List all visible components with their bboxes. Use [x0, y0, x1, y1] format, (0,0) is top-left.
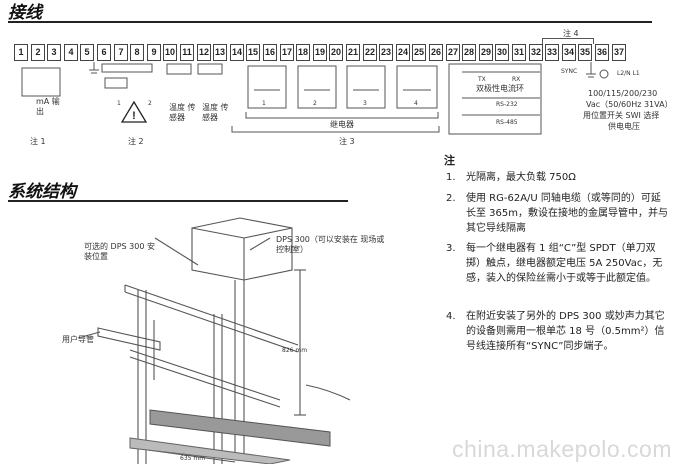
power-select: 用位置开关 SWI 选择 — [583, 111, 660, 120]
note-2-text: 使用 RG-62A/U 同轴电缆（或等同的）可延长至 365m，敷设在接地的金属… — [466, 193, 669, 234]
terminal-37: 37 — [612, 44, 626, 61]
terminal-9: 9 — [147, 44, 161, 61]
power-frequency: Vac（50/60Hz 31VA） — [586, 100, 673, 109]
terminal-6: 6 — [97, 44, 111, 61]
terminal-13: 13 — [213, 44, 227, 61]
terminal-2: 2 — [31, 44, 45, 61]
terminal-28: 28 — [462, 44, 476, 61]
power-supply: 供电电压 — [608, 122, 640, 131]
relay-number-3: 3 — [363, 100, 367, 107]
note-1-text: 光隔离，最大负载 750Ω — [466, 172, 576, 183]
terminal-8: 8 — [130, 44, 144, 61]
terminal-35: 35 — [578, 44, 592, 61]
current-loop-label: 双极性电流环 — [476, 84, 524, 93]
svg-text:!: ! — [132, 110, 136, 122]
terminal-12: 12 — [197, 44, 211, 61]
terminal-34: 34 — [562, 44, 576, 61]
user-conduit-label: 用户导管 — [62, 335, 94, 344]
note-4-number: 4. — [446, 311, 456, 322]
sync-label: SYNC — [561, 68, 578, 75]
watermark: china.makepolo.com — [452, 436, 672, 462]
terminal-27: 27 — [446, 44, 460, 61]
terminal-11: 11 — [180, 44, 194, 61]
terminal-21: 21 — [346, 44, 360, 61]
note1-label: 注 1 — [30, 137, 46, 146]
warning-number-2: 2 — [148, 100, 152, 107]
terminal-36: 36 — [595, 44, 609, 61]
terminal-15: 15 — [246, 44, 260, 61]
terminal-1: 1 — [14, 44, 28, 61]
note-2-number: 2. — [446, 193, 456, 204]
dimension-vertical: 826 mm — [282, 347, 308, 354]
ma-output-label: mA 输出 — [36, 97, 60, 116]
terminal-16: 16 — [263, 44, 277, 61]
relay-label: 继电器 — [330, 120, 354, 129]
terminal-32: 32 — [529, 44, 543, 61]
tx-label: TX — [478, 76, 486, 83]
wiring-title-rule — [8, 21, 652, 23]
power-terminals-label: L2/N L1 — [617, 70, 640, 77]
dps-callout: DPS 300（可以安装在 现场或控制室） — [276, 235, 385, 254]
notes-heading: 注 — [444, 154, 455, 167]
note3-label: 注 3 — [339, 137, 355, 146]
terminal-31: 31 — [512, 44, 526, 61]
terminal-30: 30 — [495, 44, 509, 61]
dimension-horizontal: 635 mm — [180, 455, 206, 462]
wiring-diagram: ! — [21, 62, 609, 135]
note4-bracket — [542, 38, 594, 44]
rs232-label: RS-232 — [496, 101, 518, 108]
structure-title: 系统结构 — [8, 182, 76, 202]
note-3-text: 每一个继电器有 1 组“C”型 SPDT（单刀双掷）触点，继电器额定电压 5A … — [466, 243, 663, 284]
terminal-14: 14 — [230, 44, 244, 61]
temp-sensor-1-label: 温度 传感器 — [169, 103, 196, 122]
terminal-18: 18 — [296, 44, 310, 61]
relay-number-2: 2 — [313, 100, 317, 107]
terminal-3: 3 — [47, 44, 61, 61]
terminal-5: 5 — [80, 44, 94, 61]
terminal-29: 29 — [479, 44, 493, 61]
power-voltage: 100/115/200/230 — [588, 89, 658, 98]
terminal-33: 33 — [545, 44, 559, 61]
relay-number-1: 1 — [262, 100, 266, 107]
terminal-20: 20 — [329, 44, 343, 61]
temp-sensor-2-label: 温度 传感器 — [202, 103, 229, 122]
terminal-7: 7 — [114, 44, 128, 61]
terminal-4: 4 — [64, 44, 78, 61]
note-4-text: 在附近安装了另外的 DPS 300 或妙声力其它的设备则需用一根单芯 18 号（… — [466, 311, 665, 352]
terminal-25: 25 — [412, 44, 426, 61]
note-3-number: 3. — [446, 243, 456, 254]
warning-number-1: 1 — [117, 100, 121, 107]
terminal-26: 26 — [429, 44, 443, 61]
relay-number-4: 4 — [414, 100, 418, 107]
note2-label: 注 2 — [128, 137, 144, 146]
rx-label: RX — [512, 76, 521, 83]
optional-dps-label: 可选的 DPS 300 安装位置 — [84, 242, 155, 261]
note-1-number: 1. — [446, 172, 456, 183]
terminal-10: 10 — [163, 44, 177, 61]
wiring-title: 接线 — [8, 3, 42, 23]
terminal-22: 22 — [363, 44, 377, 61]
rs485-label: RS-485 — [496, 119, 518, 126]
structure-title-rule — [8, 200, 348, 202]
installation-drawing — [77, 217, 350, 464]
note4-label: 注 4 — [563, 29, 579, 38]
terminal-19: 19 — [313, 44, 327, 61]
terminal-24: 24 — [396, 44, 410, 61]
terminal-17: 17 — [280, 44, 294, 61]
terminal-23: 23 — [379, 44, 393, 61]
